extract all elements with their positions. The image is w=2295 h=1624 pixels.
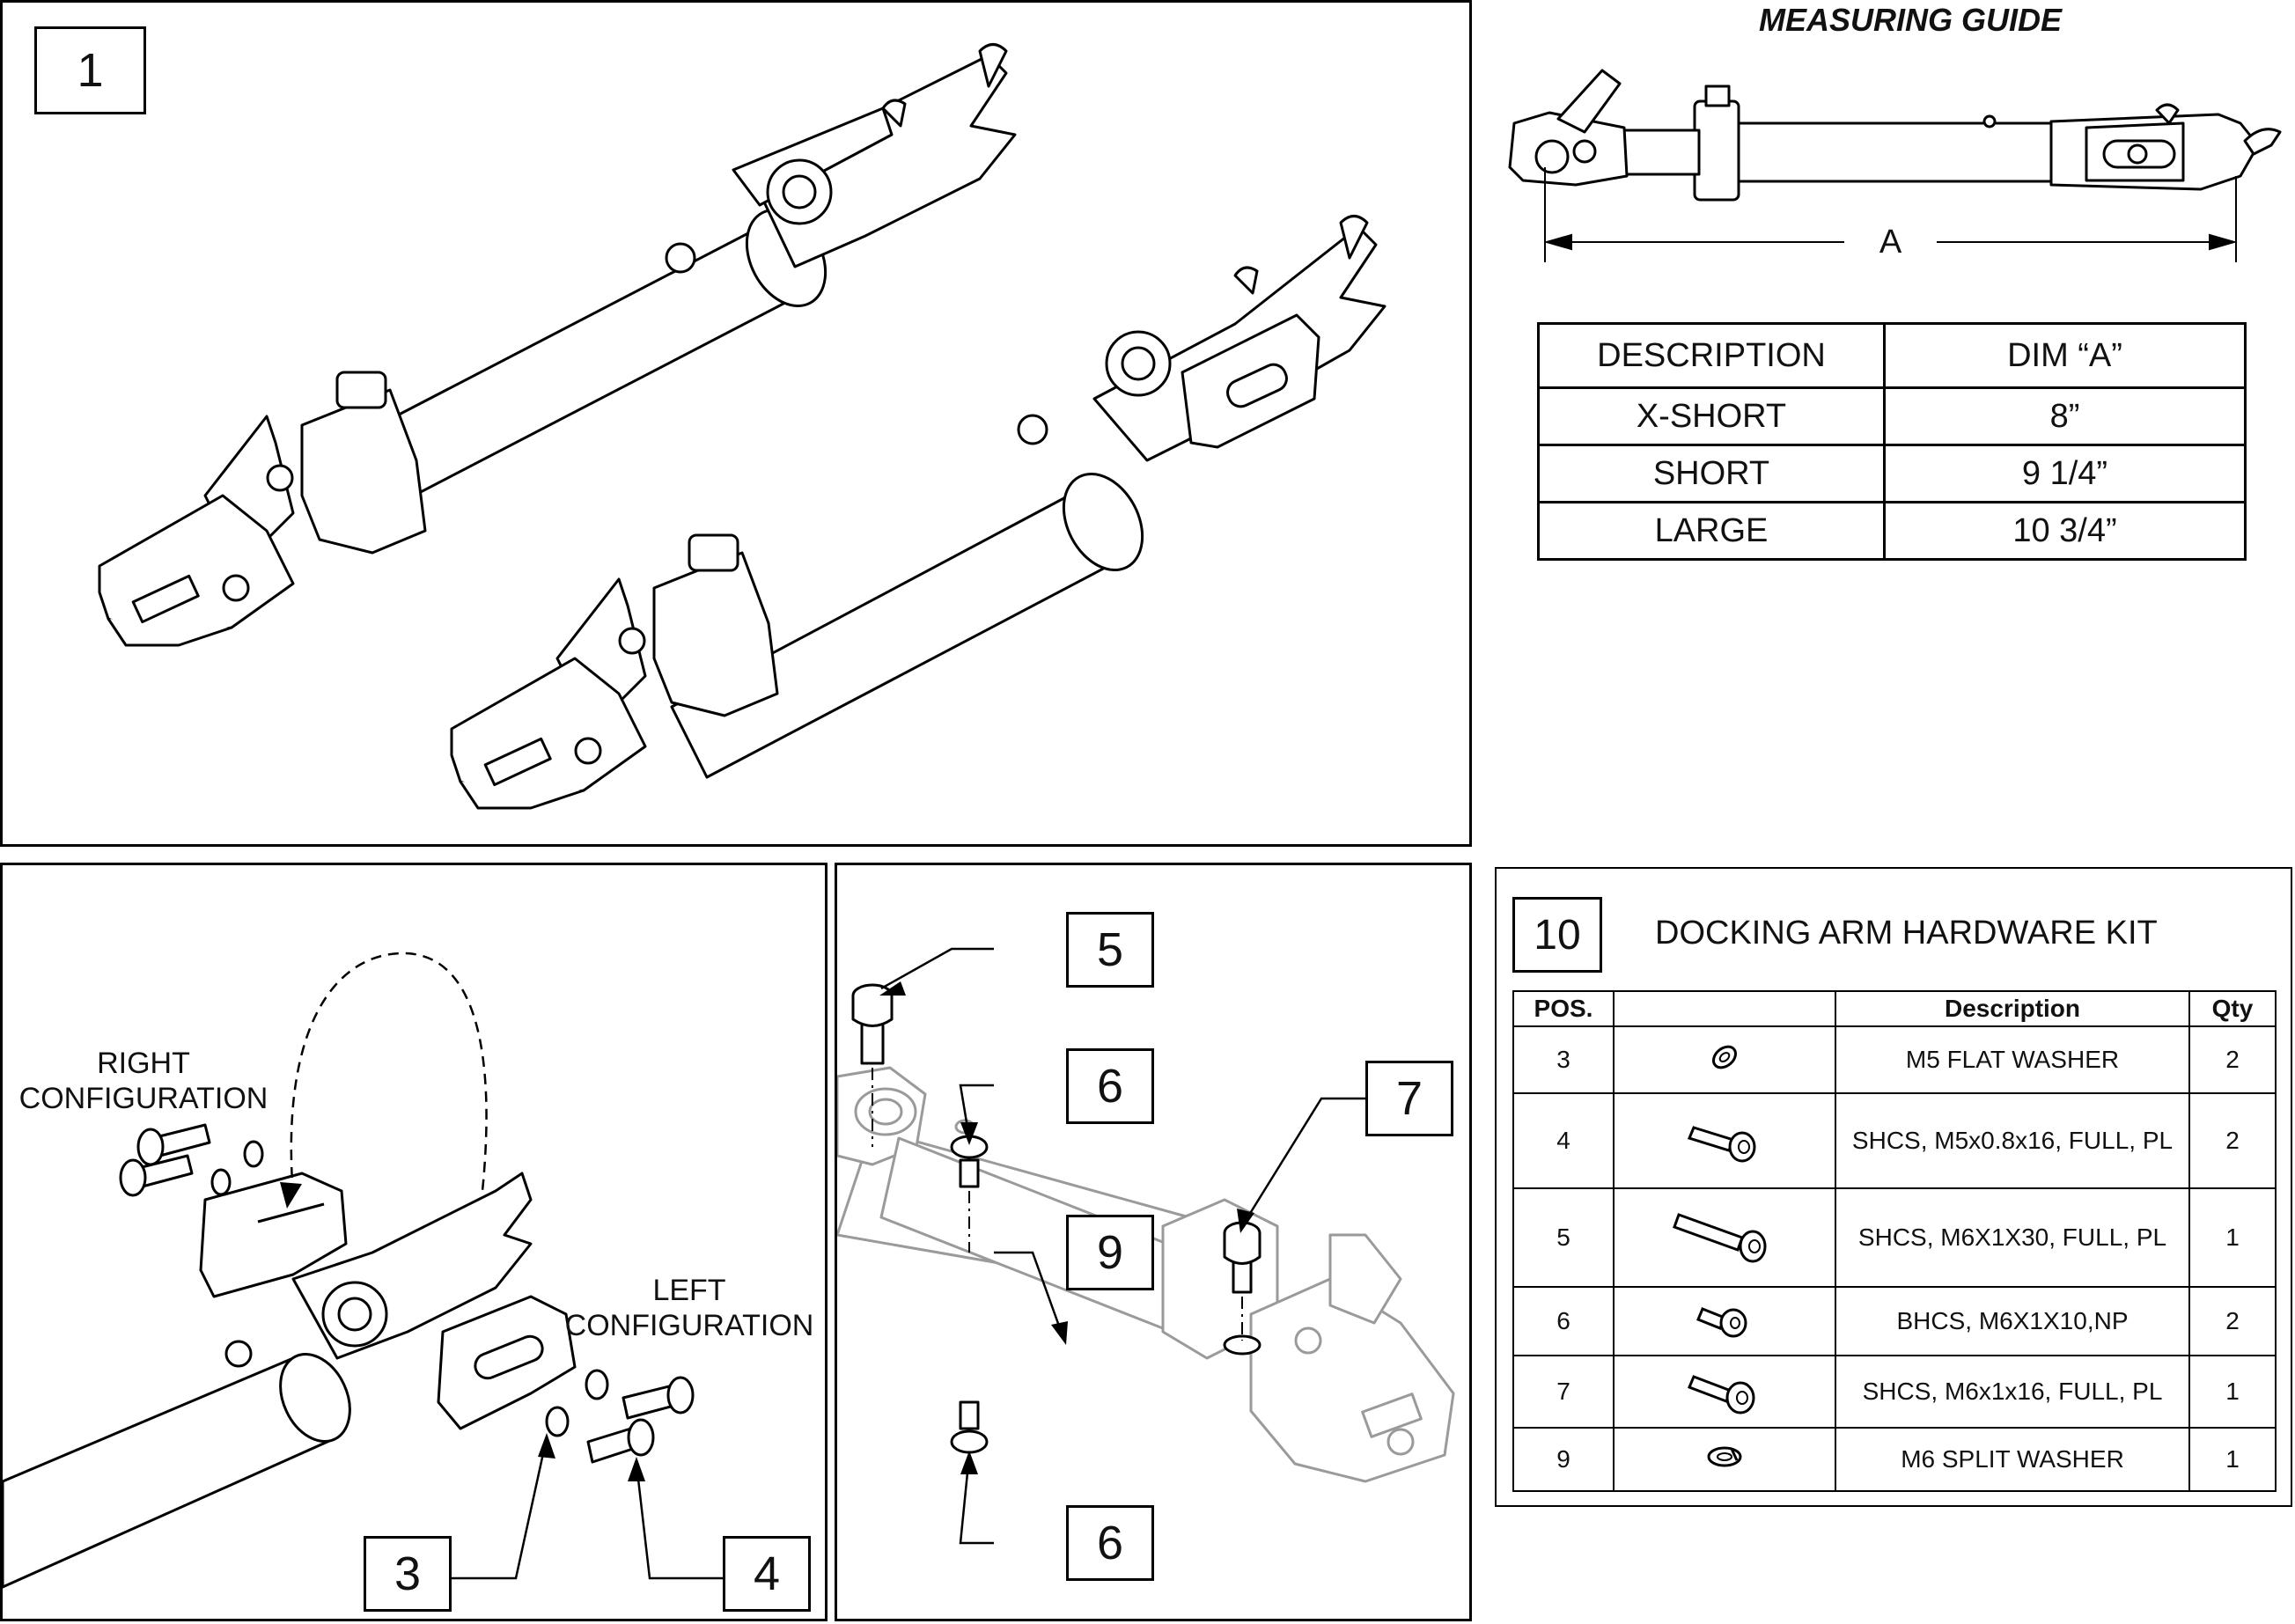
dimension-size-xshort: X-SHORT	[1537, 386, 1886, 446]
callout-6-bottom: 6	[1066, 1505, 1154, 1581]
kit-part-image	[1613, 1355, 1836, 1429]
kit-description: M6 SPLIT WASHER	[1835, 1427, 2190, 1492]
dimension-value-large: 10 3/4”	[1883, 501, 2247, 561]
kit-header-qty: Qty	[2188, 990, 2277, 1027]
kit-part-image	[1613, 1286, 1836, 1356]
kit-description: SHCS, M5x0.8x16, FULL, PL	[1835, 1092, 2190, 1189]
kit-qty: 1	[2188, 1355, 2277, 1429]
table-row: 4 SHCS, M5x0.8x16, FULL, PL 2	[1512, 1092, 2277, 1189]
kit-part-image	[1613, 1092, 1836, 1189]
table-row: 6 BHCS, M6X1X10,NP 2	[1512, 1286, 2277, 1356]
table-row: 3 M5 FLAT WASHER 2	[1512, 1025, 2277, 1094]
kit-qty: 1	[2188, 1427, 2277, 1492]
table-row: LARGE 10 3/4”	[1537, 501, 2247, 561]
configuration-drawing	[3, 952, 723, 1589]
kit-description: SHCS, M6x1x16, FULL, PL	[1835, 1355, 2190, 1429]
kit-pos: 5	[1512, 1187, 1615, 1288]
callout-7: 7	[1365, 1061, 1453, 1136]
measuring-guide-drawing	[1508, 69, 2282, 262]
callout-5: 5	[1066, 912, 1154, 988]
socket-screw-icon	[1688, 1374, 1755, 1414]
kit-part-image	[1613, 1187, 1836, 1288]
kit-part-image	[1613, 1427, 1836, 1492]
kit-part-image	[1613, 1025, 1836, 1094]
kit-qty: 2	[2188, 1025, 2277, 1094]
dimension-size-short: SHORT	[1537, 444, 1886, 503]
socket-screw-icon	[1687, 1125, 1756, 1162]
callout-9: 9	[1066, 1215, 1154, 1290]
kit-description: SHCS, M6X1X30, FULL, PL	[1835, 1187, 2190, 1288]
dimension-a-label: A	[1879, 224, 1902, 261]
dimension-size-large: LARGE	[1537, 501, 1886, 561]
split-washer-icon	[1707, 1446, 1742, 1466]
kit-pos: 6	[1512, 1286, 1615, 1356]
dimension-header-dim: DIM “A”	[1883, 322, 2247, 389]
kit-header-description: Description	[1835, 990, 2190, 1027]
kit-pos: 7	[1512, 1355, 1615, 1429]
table-row: 9 M6 SPLIT WASHER 1	[1512, 1427, 2277, 1492]
hardware-placement-drawing	[837, 947, 1455, 1545]
hardware-kit-table: POS. Description Qty 3 M5 FLAT WASHER 2 …	[1512, 990, 2277, 1492]
dimension-table: DESCRIPTION DIM “A” X-SHORT 8” SHORT 9 1…	[1537, 322, 2247, 561]
dimension-header-description: DESCRIPTION	[1537, 322, 1886, 389]
kit-title: DOCKING ARM HARDWARE KIT	[1655, 915, 2158, 952]
kit-qty: 1	[2188, 1187, 2277, 1288]
flat-washer-icon	[1711, 1045, 1738, 1069]
panel-1-number: 1	[34, 26, 146, 114]
dimension-value-xshort: 8”	[1883, 386, 2247, 446]
panel-hardware-kit: 10 DOCKING ARM HARDWARE KIT POS. Descrip…	[1495, 867, 2292, 1507]
kit-qty: 2	[2188, 1286, 2277, 1356]
panel-configuration: RIGHT CONFIGURATION LEFT CONFIGURATION 3…	[0, 863, 828, 1621]
button-head-screw-icon	[1696, 1306, 1747, 1337]
measuring-guide-title: MEASURING GUIDE	[1758, 2, 2063, 38]
callout-6-top: 6	[1066, 1048, 1154, 1124]
dimension-table-header: DESCRIPTION DIM “A”	[1537, 322, 2247, 389]
callout-4: 4	[723, 1536, 811, 1612]
kit-header-pos: POS.	[1512, 990, 1615, 1027]
kit-header-image	[1613, 990, 1836, 1027]
kit-description: BHCS, M6X1X10,NP	[1835, 1286, 2190, 1356]
panel-docking-arms: 1	[0, 0, 1472, 847]
table-row: 5 SHCS, M6X1X30, FULL, PL 1	[1512, 1187, 2277, 1288]
long-socket-screw-icon	[1673, 1212, 1767, 1262]
kit-table-header: POS. Description Qty	[1512, 990, 2277, 1027]
kit-pos: 4	[1512, 1092, 1615, 1189]
kit-pos: 9	[1512, 1427, 1615, 1492]
callout-3: 3	[364, 1536, 452, 1612]
docking-arms-drawing	[98, 43, 1387, 810]
panel-hardware-placement: 5 6 7 9 6	[835, 863, 1472, 1621]
right-configuration-label: RIGHT CONFIGURATION	[18, 1047, 268, 1115]
kit-description: M5 FLAT WASHER	[1835, 1025, 2190, 1094]
kit-number: 10	[1512, 897, 1602, 973]
table-row: SHORT 9 1/4”	[1537, 444, 2247, 503]
kit-qty: 2	[2188, 1092, 2277, 1189]
table-row: 7 SHCS, M6x1x16, FULL, PL 1	[1512, 1355, 2277, 1429]
dimension-value-short: 9 1/4”	[1883, 444, 2247, 503]
table-row: X-SHORT 8”	[1537, 386, 2247, 446]
kit-pos: 3	[1512, 1025, 1615, 1094]
left-configuration-label: LEFT CONFIGURATION	[564, 1274, 814, 1342]
